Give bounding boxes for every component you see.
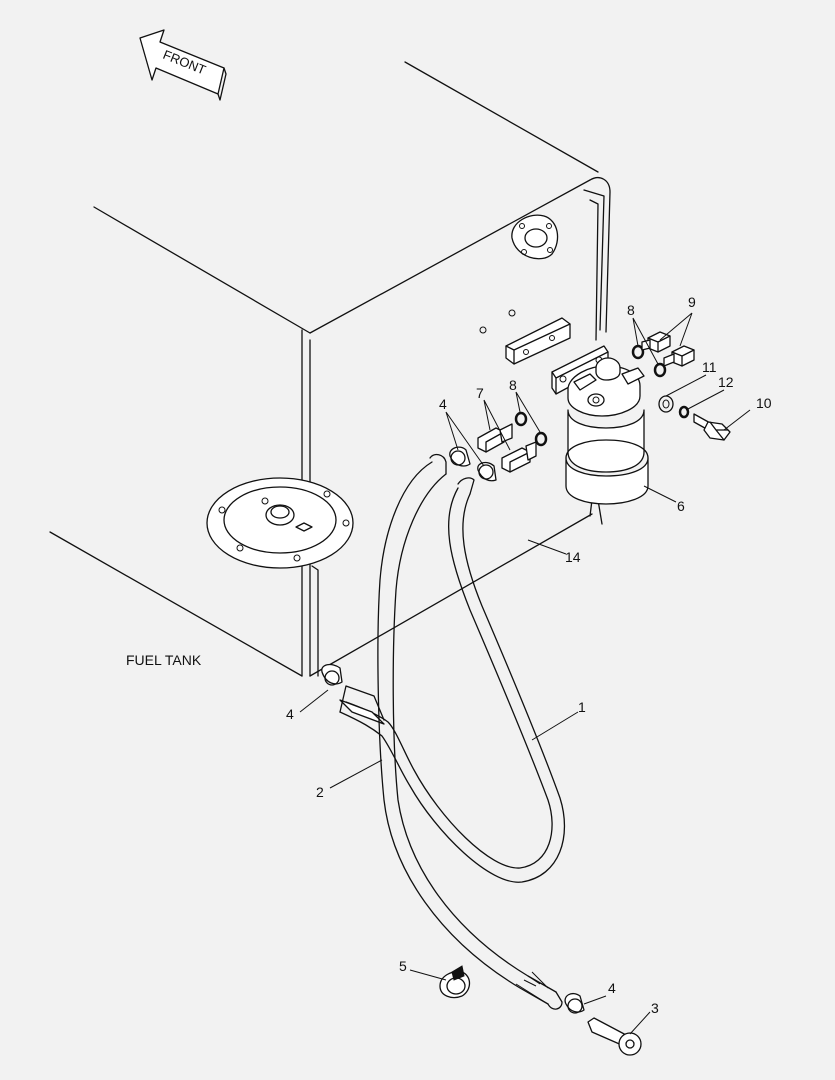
callout-4-tank: 4 — [286, 706, 294, 722]
callout-4-filter: 4 — [439, 396, 447, 412]
callout-3: 3 — [651, 1000, 659, 1016]
callout-5: 5 — [399, 958, 407, 974]
callout-12: 12 — [718, 374, 734, 390]
callout-14: 14 — [565, 549, 581, 565]
hose-1 — [377, 453, 563, 1010]
callout-4-bottom: 4 — [608, 980, 616, 996]
fuel-tank-label: FUEL TANK — [126, 652, 202, 668]
callout-6: 6 — [677, 498, 685, 514]
fittings — [449, 331, 731, 482]
front-arrow-icon: FRONT — [139, 29, 227, 101]
callout-9: 9 — [688, 294, 696, 310]
hose-2 — [339, 477, 566, 883]
callout-2: 2 — [316, 784, 324, 800]
callout-10: 10 — [756, 395, 772, 411]
fuel-filter — [551, 345, 649, 505]
callout-8-lower: 8 — [509, 377, 517, 393]
callout-labels: 9 8 11 12 10 8 7 4 6 14 FUEL TANK 1 4 2 … — [126, 294, 772, 1016]
fuel-tank — [49, 61, 611, 677]
callout-8-upper: 8 — [627, 302, 635, 318]
callout-1: 1 — [578, 699, 586, 715]
bottom-fittings — [321, 663, 642, 1056]
callout-11: 11 — [702, 359, 717, 375]
callout-7: 7 — [476, 385, 484, 401]
leader-lines — [299, 312, 751, 1035]
